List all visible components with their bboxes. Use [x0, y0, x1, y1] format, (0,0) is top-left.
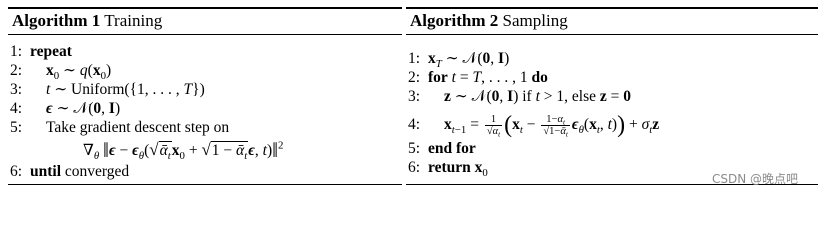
line-number: 3:	[9, 81, 22, 98]
line-number: 6:	[407, 159, 420, 176]
algo2-line-3: 3: z ∼ 𝒩(0, I) if t > 1, else z = 0	[398, 88, 631, 106]
keyword-end-for: end for	[428, 140, 476, 157]
math-sample-eps: ϵ ∼ 𝒩(0, I)	[46, 100, 121, 117]
line-number: 3:	[407, 88, 420, 105]
if-text: if	[522, 88, 532, 105]
algo1-line-2: 2: x0 ∼ q(x0)	[0, 62, 112, 82]
algo2-bottom-rule	[406, 184, 818, 185]
algo1-title: Training	[104, 11, 163, 30]
math-sample-x0: x0 ∼ q(x0)	[46, 62, 112, 82]
keyword-repeat: repeat	[30, 43, 72, 60]
keyword-until: until	[30, 163, 62, 180]
algo2-line-1: 1: xT ∼ 𝒩(0, I)	[398, 50, 510, 70]
algo2-top-rule	[406, 7, 818, 9]
algo1-line-6: 6: until converged	[0, 163, 129, 181]
algo1-bottom-rule	[8, 184, 402, 185]
math-z-zero: z = 0	[599, 88, 632, 105]
line-number: 1:	[407, 50, 420, 67]
algo1-line-4: 4: ϵ ∼ 𝒩(0, I)	[0, 100, 120, 118]
algo1-line-1: 1: repeat	[0, 43, 72, 61]
keyword-do: do	[531, 69, 548, 86]
algo1-top-rule	[8, 7, 402, 9]
algo1-line-5: 5: Take gradient descent step on	[0, 119, 229, 137]
math-sample-t: t ∼ Uniform({1, . . . , T})	[46, 81, 205, 98]
line-number: 2:	[407, 69, 420, 86]
line-number: 4:	[407, 116, 420, 133]
line-number: 1:	[9, 43, 22, 60]
algo1-label: Algorithm 1	[12, 11, 101, 30]
algo2-line-6: 6: return x0	[398, 159, 488, 179]
keyword-return: return	[428, 159, 471, 176]
algo2-header: Algorithm 2 Sampling	[410, 11, 568, 31]
algo1-header: Algorithm 1 Training	[12, 11, 162, 31]
line-number: 2:	[9, 62, 22, 79]
algo1-header-rule	[8, 34, 402, 35]
algo2-line-2: 2: for t = T, . . . , 1 do	[398, 69, 548, 87]
algo2-line-5: 5: end for	[398, 140, 476, 158]
algo1-line-3: 3: t ∼ Uniform({1, . . . , T})	[0, 81, 205, 99]
watermark: CSDN @晚点吧	[712, 172, 799, 186]
step-text: Take gradient descent step on	[46, 119, 230, 136]
else-text: else	[571, 88, 596, 105]
math-xT: xT ∼ 𝒩(0, I)	[428, 50, 510, 70]
line-number: 6:	[9, 163, 22, 180]
algo1-gradient-formula: ∇θ ‖ϵ − ϵθ(√ᾱtx0 + √1 − ᾱtϵ, t)‖2	[83, 138, 284, 162]
math-loop: t = T, . . . , 1	[451, 69, 528, 86]
keyword-for: for	[428, 69, 448, 86]
converged-text: converged	[64, 163, 130, 180]
line-number: 5:	[9, 119, 22, 136]
line-number: 4:	[9, 100, 22, 117]
math-z: z ∼ 𝒩(0, I)	[444, 88, 519, 105]
algo2-header-rule	[406, 34, 818, 35]
math-cond: t > 1,	[535, 88, 569, 105]
algo2-title: Sampling	[502, 11, 568, 30]
math-x0: x0	[474, 159, 488, 179]
algo2-label: Algorithm 2	[410, 11, 499, 30]
line-number: 5:	[407, 140, 420, 157]
